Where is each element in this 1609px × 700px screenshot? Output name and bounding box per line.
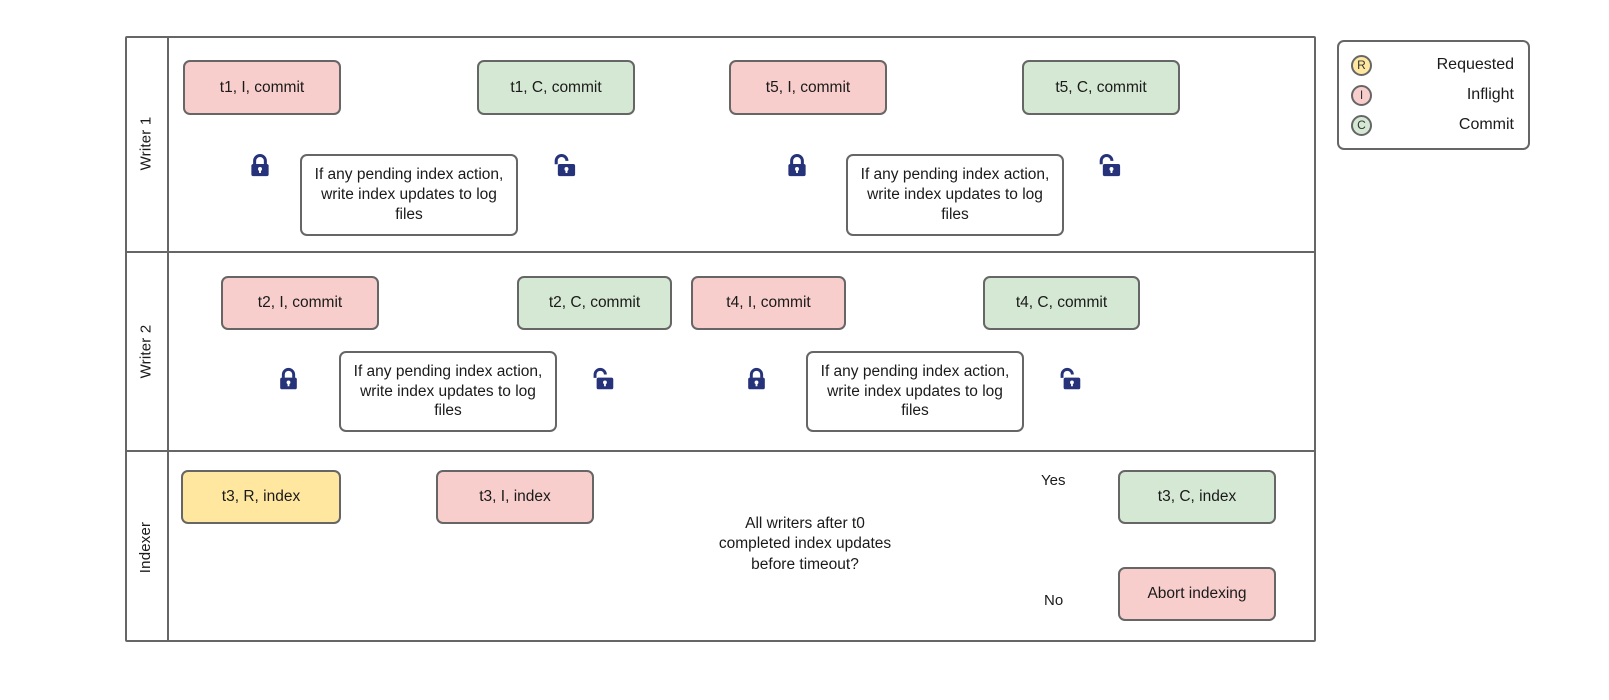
node-w1-process-a[interactable]: If any pending index action, write index… [300,154,518,236]
node-label: t1, C, commit [510,78,602,96]
node-label: If any pending index action, write index… [820,362,1010,420]
node-w2-t2-inflight[interactable]: t2, I, commit [221,276,379,330]
lock-closed-icon [246,152,274,180]
node-label: t3, I, index [479,488,551,506]
lane-label-indexer: Indexer [125,452,167,642]
lane-divider-1 [125,251,1316,253]
lock-open-icon [1058,366,1085,393]
node-label: t5, I, commit [765,78,851,96]
lock-open-icon [1097,152,1125,180]
lane-divider-2 [125,450,1316,452]
swimlane-pool [125,36,1316,642]
node-label: t5, C, commit [1055,78,1147,96]
node-w2-t4-commit[interactable]: t4, C, commit [983,276,1140,330]
node-label: t1, I, commit [219,78,305,96]
node-label: t3, R, index [221,488,301,506]
node-ix-decision[interactable]: All writers after t0 completed index upd… [666,459,944,630]
node-label: If any pending index action, write index… [860,166,1050,223]
node-ix-t3-inflight[interactable]: t3, I, index [436,470,594,524]
lane-label-writer2: Writer 2 [125,253,167,450]
node-w2-process-b[interactable]: If any pending index action, write index… [806,351,1024,432]
node-label: Abort indexing [1147,585,1247,603]
node-ix-abort[interactable]: Abort indexing [1118,567,1276,621]
node-label: t3, C, index [1157,488,1237,506]
lane-label-indexer-text: Indexer [137,521,155,573]
lane-label-writer1-text: Writer 1 [137,116,155,171]
node-w2-process-a[interactable]: If any pending index action, write index… [339,351,557,432]
edge-label-yes: Yes [1041,472,1066,489]
node-w1-t1-commit[interactable]: t1, C, commit [477,60,635,115]
legend-panel: R Requested I Inflight C Commit [1337,40,1530,150]
legend-item-requested: R Requested [1351,52,1514,78]
legend-item-inflight: I Inflight [1351,82,1514,108]
decision-label: All writers after t0 completed index upd… [718,515,892,573]
node-w2-t2-commit[interactable]: t2, C, commit [517,276,672,330]
legend-dot-key: I [1359,88,1364,102]
node-label: t2, I, commit [257,294,343,312]
legend-label-inflight: Inflight [1466,86,1514,103]
legend-label-requested: Requested [1436,56,1514,73]
lock-closed-icon [275,366,302,393]
legend-dot-requested-icon: R [1351,54,1372,76]
lane-label-divider [167,36,169,642]
lane-label-writer1: Writer 1 [125,36,167,251]
lock-closed-icon [783,152,811,180]
node-w1-t5-commit[interactable]: t5, C, commit [1022,60,1180,115]
node-w2-t4-inflight[interactable]: t4, I, commit [691,276,846,330]
lock-closed-icon [743,366,770,393]
node-ix-t3-commit[interactable]: t3, C, index [1118,470,1276,524]
lock-open-icon [591,366,618,393]
node-w1-process-b[interactable]: If any pending index action, write index… [846,154,1064,236]
lock-open-icon [552,152,580,180]
node-w1-t1-inflight[interactable]: t1, I, commit [183,60,341,115]
decision-label-wrap: All writers after t0 completed index upd… [666,459,944,630]
legend-dot-key: C [1357,118,1366,132]
legend-item-commit: C Commit [1351,112,1514,138]
legend-label-commit: Commit [1458,116,1514,133]
edge-label-no: No [1044,592,1064,609]
node-label: If any pending index action, write index… [314,166,504,223]
node-label: t4, C, commit [1015,294,1108,312]
node-ix-t3-requested[interactable]: t3, R, index [181,470,341,524]
lane-label-writer2-text: Writer 2 [137,324,155,379]
node-label: If any pending index action, write index… [353,362,543,420]
legend-dot-inflight-icon: I [1351,84,1372,106]
node-label: t4, I, commit [726,294,811,312]
node-label: t2, C, commit [548,294,641,312]
legend-dot-key: R [1357,58,1366,72]
legend-dot-commit-icon: C [1351,114,1372,136]
node-w1-t5-inflight[interactable]: t5, I, commit [729,60,887,115]
